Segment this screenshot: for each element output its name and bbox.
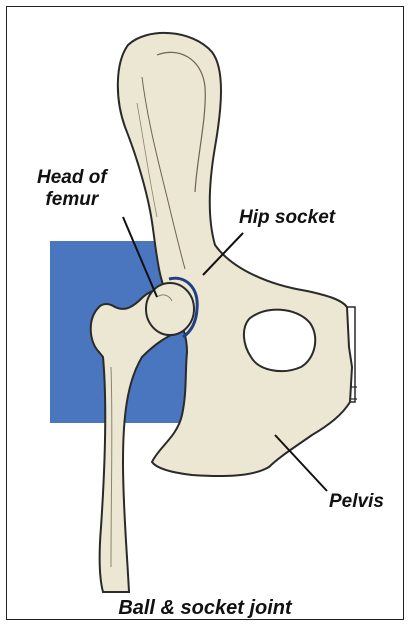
label-head-of-femur-line1: Head of — [37, 167, 107, 189]
caption: Ball & socket joint — [7, 597, 403, 620]
obturator-foramen — [244, 310, 315, 371]
pubis-edge-mark — [351, 387, 357, 399]
label-head-of-femur: Head of femur — [37, 167, 107, 211]
diagram-frame: Head of femur Hip socket Pelvis Ball & s… — [6, 6, 404, 620]
hip-joint-illustration — [7, 7, 403, 619]
label-hip-socket: Hip socket — [239, 207, 335, 229]
label-head-of-femur-line2: femur — [37, 189, 107, 211]
femoral-head — [146, 283, 194, 335]
label-pelvis: Pelvis — [329, 491, 384, 513]
